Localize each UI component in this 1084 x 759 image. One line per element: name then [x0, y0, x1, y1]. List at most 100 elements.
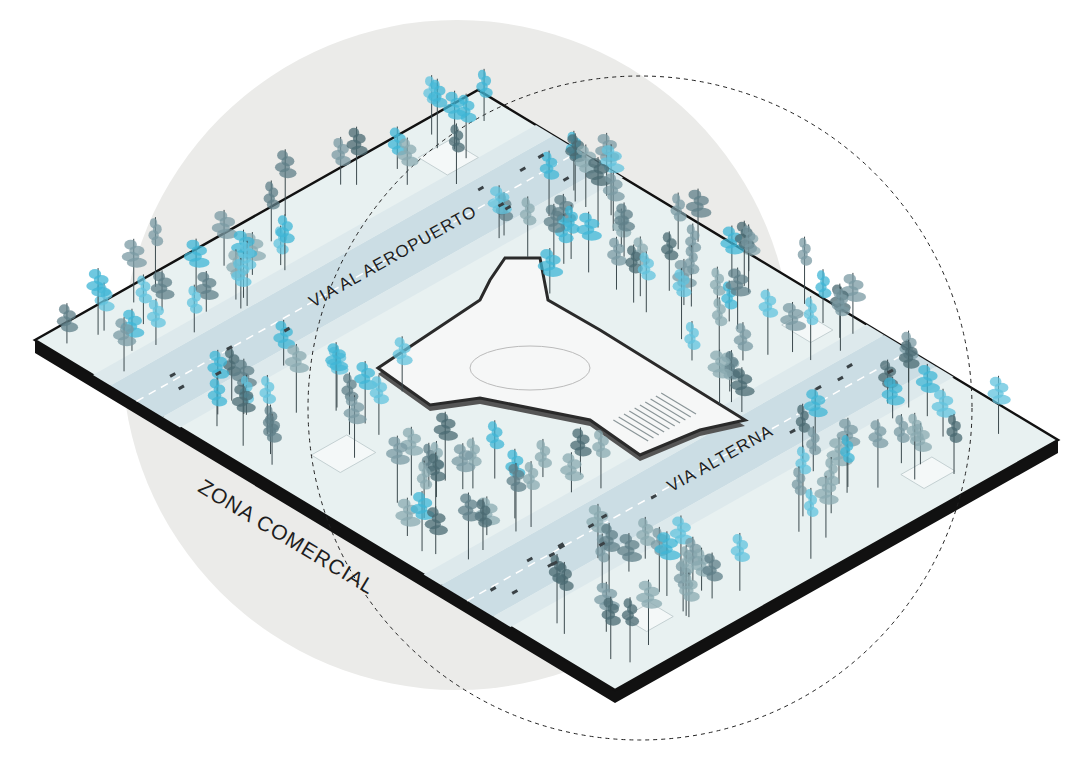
tree-canopy [603, 542, 620, 552]
tree-canopy [625, 616, 639, 626]
tree-canopy [420, 480, 432, 490]
tree [602, 597, 621, 659]
tree [393, 336, 413, 391]
building [378, 258, 745, 455]
tree-canopy [622, 552, 642, 562]
tree-canopy [846, 292, 866, 302]
car [599, 541, 606, 547]
tree-canopy [660, 550, 681, 560]
tree-canopy [565, 471, 584, 481]
tree [476, 69, 492, 121]
tree-canopy [263, 394, 276, 404]
tree-canopy [330, 361, 348, 371]
tree [868, 419, 888, 487]
tree-canopy [598, 553, 610, 563]
tree-canopy [478, 517, 492, 527]
tree [686, 189, 711, 242]
tree-canopy [151, 236, 163, 246]
car [519, 166, 526, 172]
car [549, 552, 556, 558]
tree-canopy [235, 277, 251, 287]
tree [538, 248, 563, 293]
tree [837, 418, 861, 487]
tree-canopy [401, 157, 418, 167]
tree [725, 268, 751, 330]
parking-stripe [613, 420, 648, 441]
tree [425, 506, 448, 554]
tree [486, 420, 504, 478]
tree-canopy [543, 267, 563, 277]
tree [617, 533, 642, 572]
tree-canopy [237, 403, 256, 413]
tree [655, 531, 681, 596]
tree-canopy [127, 258, 147, 268]
tree-canopy [688, 340, 701, 350]
tree [263, 414, 282, 465]
tree [625, 245, 643, 303]
tree [397, 138, 419, 185]
tree [451, 443, 475, 489]
tree-canopy [641, 599, 662, 609]
tree [560, 452, 584, 492]
tree-canopy [683, 592, 700, 602]
tree [208, 378, 227, 427]
tree-canopy [439, 431, 459, 441]
lot-outline [418, 140, 478, 175]
tree-canopy [744, 243, 757, 253]
tree-canopy [526, 480, 540, 490]
tree-canopy [61, 322, 78, 332]
tree [806, 426, 821, 471]
tree [231, 258, 251, 309]
tree-canopy [872, 438, 888, 448]
car [511, 589, 518, 595]
tree [638, 251, 656, 312]
parking-stripe [640, 405, 675, 426]
tree [792, 466, 807, 531]
sidewalk [163, 167, 623, 428]
tree [449, 123, 465, 184]
tree [212, 210, 238, 266]
tree-canopy [374, 394, 389, 404]
car [477, 186, 484, 192]
tree-canopy [713, 369, 733, 379]
tree [523, 461, 540, 527]
tree-canopy [910, 432, 924, 442]
tree [622, 597, 639, 662]
tree [187, 285, 203, 333]
tree-canopy [429, 525, 448, 535]
plaza-ring [470, 346, 590, 390]
tree-canopy [538, 458, 552, 468]
tree-canopy [607, 191, 625, 201]
tree [344, 395, 367, 457]
tree [882, 377, 905, 419]
tree-canopy [596, 448, 611, 458]
car [650, 494, 657, 500]
tree-canopy [665, 250, 679, 260]
tree [276, 214, 295, 270]
tree-canopy [795, 485, 807, 495]
tree-canopy [189, 258, 210, 268]
tree-canopy [559, 581, 573, 591]
tree-canopy [118, 336, 137, 346]
tree-canopy [397, 355, 413, 365]
tree [684, 321, 700, 360]
tree-canopy [950, 433, 963, 443]
tree [592, 429, 611, 488]
tree-canopy [544, 170, 560, 180]
tree-canopy [992, 395, 1011, 405]
tree [232, 384, 256, 446]
tree-canopy [456, 462, 475, 472]
car [526, 557, 533, 563]
tree-canopy [801, 256, 813, 266]
tree-canopy [691, 208, 711, 218]
car [837, 376, 844, 382]
tree [685, 224, 701, 263]
lot-outline [901, 457, 955, 489]
tree-canopy [807, 507, 819, 517]
tree-canopy [91, 287, 111, 297]
tree [207, 350, 229, 415]
tree [712, 297, 727, 356]
tree-canopy [785, 321, 806, 331]
tree-canopy [762, 308, 778, 318]
